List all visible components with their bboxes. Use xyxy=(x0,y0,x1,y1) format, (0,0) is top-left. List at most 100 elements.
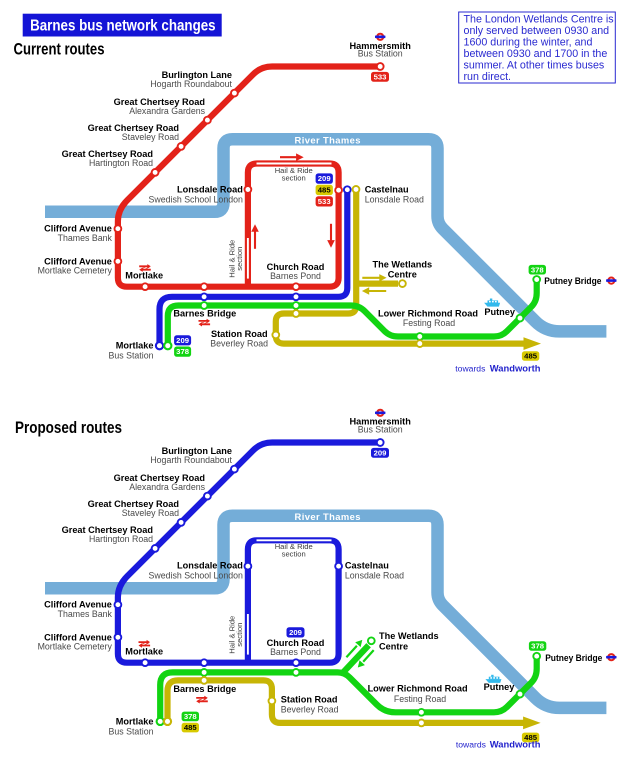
svg-text:Hartington Road: Hartington Road xyxy=(89,534,153,544)
svg-text:Mortlake: Mortlake xyxy=(125,646,163,656)
svg-text:Staveley Road: Staveley Road xyxy=(122,508,179,518)
svg-text:towards: towards xyxy=(455,364,485,374)
svg-text:485: 485 xyxy=(184,723,198,732)
svg-text:Swedish School London: Swedish School London xyxy=(149,194,243,204)
svg-text:485: 485 xyxy=(524,733,538,742)
svg-text:Barnes Pond: Barnes Pond xyxy=(270,271,321,281)
svg-text:towards: towards xyxy=(456,740,486,750)
svg-text:Lonsdale Road: Lonsdale Road xyxy=(177,561,243,571)
svg-text:Bus Station: Bus Station xyxy=(109,351,154,361)
svg-text:Barnes Pond: Barnes Pond xyxy=(270,647,321,657)
svg-text:Castelnau: Castelnau xyxy=(345,561,389,571)
svg-text:Bus Station: Bus Station xyxy=(358,425,403,435)
svg-text:Putney Bridge: Putney Bridge xyxy=(544,276,601,286)
svg-text:Mortlake: Mortlake xyxy=(116,716,154,726)
svg-text:Thames Bank: Thames Bank xyxy=(58,609,113,619)
svg-text:Alexandra Gardens: Alexandra Gardens xyxy=(129,482,205,492)
svg-text:section: section xyxy=(282,174,306,183)
svg-text:Burlington Lane: Burlington Lane xyxy=(162,446,232,456)
svg-text:1600 during the winter, and: 1600 during the winter, and xyxy=(464,37,593,49)
svg-text:378: 378 xyxy=(531,265,545,274)
svg-text:Wandworth: Wandworth xyxy=(490,363,541,374)
svg-text:Bus Station: Bus Station xyxy=(109,726,154,736)
svg-text:Great Chertsey Road: Great Chertsey Road xyxy=(88,499,179,509)
svg-text:Centre: Centre xyxy=(379,642,408,652)
svg-text:Church Road: Church Road xyxy=(267,262,325,272)
svg-text:Festing Road: Festing Road xyxy=(394,694,446,704)
svg-text:Church Road: Church Road xyxy=(267,638,325,648)
svg-text:209: 209 xyxy=(289,628,302,637)
svg-text:Station Road: Station Road xyxy=(281,695,338,705)
svg-text:Hogarth Roundabout: Hogarth Roundabout xyxy=(150,79,232,89)
svg-text:Festing Road: Festing Road xyxy=(403,318,455,328)
svg-text:Centre: Centre xyxy=(388,270,417,280)
svg-text:Hail & Ride: Hail & Ride xyxy=(228,616,237,654)
svg-text:Wandworth: Wandworth xyxy=(490,739,541,750)
svg-text:Lonsdale Road: Lonsdale Road xyxy=(345,571,404,581)
svg-text:209: 209 xyxy=(374,448,387,457)
svg-text:section: section xyxy=(235,623,244,647)
svg-text:Great Chertsey Road: Great Chertsey Road xyxy=(114,473,205,483)
svg-text:Putney Bridge: Putney Bridge xyxy=(545,653,602,663)
svg-text:River Thames: River Thames xyxy=(295,511,361,522)
svg-text:Lonsdale Road: Lonsdale Road xyxy=(177,185,243,195)
svg-text:209: 209 xyxy=(318,174,331,183)
svg-text:Putney: Putney xyxy=(484,682,516,692)
svg-text:485: 485 xyxy=(318,186,332,195)
svg-text:Hail & Ride: Hail & Ride xyxy=(228,240,237,278)
svg-text:485: 485 xyxy=(524,352,538,361)
svg-text:Great Chertsey Road: Great Chertsey Road xyxy=(62,149,153,159)
svg-text:Clifford Avenue: Clifford Avenue xyxy=(44,600,112,610)
svg-text:Station Road: Station Road xyxy=(211,329,268,339)
svg-text:Hartington Road: Hartington Road xyxy=(89,158,153,168)
svg-text:The London Wetlands Centre is: The London Wetlands Centre is xyxy=(464,14,614,26)
svg-text:Lower Richmond Road: Lower Richmond Road xyxy=(368,683,468,693)
svg-text:Mortlake: Mortlake xyxy=(116,340,154,350)
svg-text:Beverley Road: Beverley Road xyxy=(281,705,339,715)
svg-text:Hogarth Roundabout: Hogarth Roundabout xyxy=(150,455,232,465)
svg-text:Barnes Bridge: Barnes Bridge xyxy=(173,684,236,694)
svg-text:Lower Richmond Road: Lower Richmond Road xyxy=(378,308,478,318)
svg-text:Putney: Putney xyxy=(484,307,516,317)
svg-text:533: 533 xyxy=(318,197,331,206)
svg-text:Hail & Ride: Hail & Ride xyxy=(275,166,313,175)
svg-text:378: 378 xyxy=(176,347,190,356)
svg-text:The Wetlands: The Wetlands xyxy=(373,260,433,270)
svg-text:Mortlake Cemetery: Mortlake Cemetery xyxy=(38,265,113,275)
svg-text:Thames Bank: Thames Bank xyxy=(58,233,113,243)
svg-text:only served between 0930 and: only served between 0930 and xyxy=(464,25,610,37)
svg-text:Mortlake Cemetery: Mortlake Cemetery xyxy=(38,641,113,651)
svg-text:Great Chertsey Road: Great Chertsey Road xyxy=(88,123,179,133)
svg-text:Swedish School London: Swedish School London xyxy=(149,570,243,580)
svg-text:378: 378 xyxy=(184,712,198,721)
svg-text:Clifford Avenue: Clifford Avenue xyxy=(44,632,112,642)
svg-text:Lonsdale Road: Lonsdale Road xyxy=(365,195,424,205)
svg-text:Burlington Lane: Burlington Lane xyxy=(162,70,232,80)
svg-text:Bus Station: Bus Station xyxy=(358,49,403,59)
svg-text:209: 209 xyxy=(176,336,189,345)
svg-text:Hail & Ride: Hail & Ride xyxy=(275,542,313,551)
svg-text:Great Chertsey Road: Great Chertsey Road xyxy=(62,525,153,535)
svg-text:section: section xyxy=(235,247,244,271)
svg-text:section: section xyxy=(282,550,306,559)
svg-text:Current routes: Current routes xyxy=(14,40,105,58)
svg-text:between 0930 and 1700 in the: between 0930 and 1700 in the xyxy=(464,48,608,60)
svg-text:533: 533 xyxy=(374,72,387,81)
svg-text:Staveley Road: Staveley Road xyxy=(122,132,179,142)
svg-text:Hammersmith: Hammersmith xyxy=(350,41,412,51)
svg-text:Mortlake: Mortlake xyxy=(125,270,163,280)
svg-text:378: 378 xyxy=(531,642,545,651)
svg-text:Beverley Road: Beverley Road xyxy=(210,339,268,349)
svg-text:Barnes Bridge: Barnes Bridge xyxy=(173,308,236,318)
svg-text:Hammersmith: Hammersmith xyxy=(350,417,412,427)
svg-text:Castelnau: Castelnau xyxy=(365,185,409,195)
svg-text:Great Chertsey Road: Great Chertsey Road xyxy=(114,97,205,107)
svg-text:summer. At other times buses: summer. At other times buses xyxy=(464,59,605,71)
svg-text:Clifford Avenue: Clifford Avenue xyxy=(44,224,112,234)
svg-text:The Wetlands: The Wetlands xyxy=(379,631,439,641)
svg-text:Clifford Avenue: Clifford Avenue xyxy=(44,256,112,266)
svg-text:River Thames: River Thames xyxy=(295,135,361,146)
svg-text:Alexandra Gardens: Alexandra Gardens xyxy=(129,106,205,116)
svg-text:Proposed routes: Proposed routes xyxy=(15,419,122,437)
svg-text:run direct.: run direct. xyxy=(464,71,512,83)
